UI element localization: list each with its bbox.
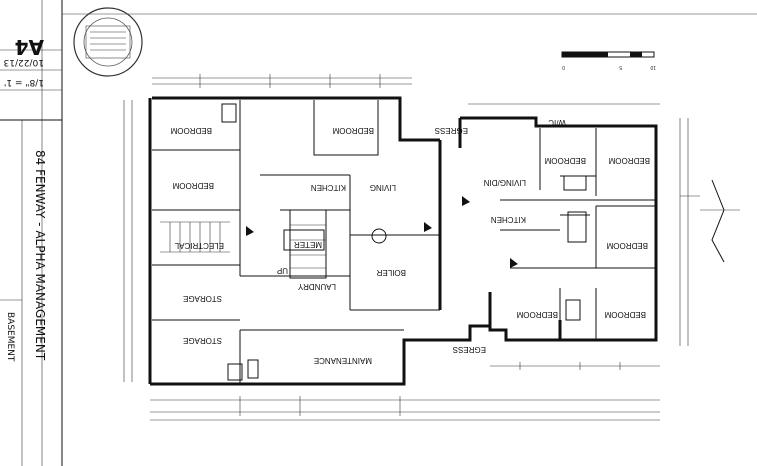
scale-bar xyxy=(561,51,655,58)
room-label: STORAGE xyxy=(183,336,222,345)
dimension-lines xyxy=(123,74,689,421)
room-label: STORAGE xyxy=(183,294,222,303)
stair-label: UP xyxy=(277,266,288,275)
room-label: LAUNDRY xyxy=(297,282,336,291)
room-label: MAINTENANCE xyxy=(314,356,372,365)
approval-stamp xyxy=(73,7,143,77)
room-label: BEDROOM xyxy=(604,310,646,319)
room-label: BEDROOM xyxy=(606,241,648,250)
room-label: BEDROOM xyxy=(172,181,214,190)
room-label: BEDROOM xyxy=(332,126,374,135)
room-label: BOILER xyxy=(376,268,406,277)
room-label: BEDROOM xyxy=(516,310,558,319)
north-arrow xyxy=(700,179,740,263)
room-label: BEDROOM xyxy=(170,126,212,135)
egress-label: EGRESS xyxy=(435,126,468,135)
room-label: ELECTRICAL xyxy=(174,241,224,250)
scale-label-5: 5 xyxy=(619,64,622,70)
room-label: KITCHEN xyxy=(311,183,346,192)
room-label: BEDROOM xyxy=(608,156,650,165)
room-label: LIVING/DIN xyxy=(484,178,526,187)
room-label: LIVING xyxy=(370,183,396,192)
sheet-scale: 1/8" = 1' xyxy=(4,77,44,87)
room-label: W/IC xyxy=(548,118,566,127)
egress-label: EGRESS xyxy=(453,345,486,354)
scale-label-0: 0 xyxy=(562,64,565,70)
room-label: METER xyxy=(294,240,322,249)
sheet-number: A4 xyxy=(15,35,44,59)
sheet-date: 10/22/13 xyxy=(4,57,44,67)
left-wing-walls xyxy=(148,96,490,386)
room-label: KITCHEN xyxy=(491,215,526,224)
project-title: 84 FENWAY - ALPHA MANAGEMENT xyxy=(33,150,47,361)
scale-label-10: 10 xyxy=(650,64,656,70)
level-label: BASEMENT xyxy=(5,312,15,362)
room-label: BEDROOM xyxy=(544,156,586,165)
right-wing-walls xyxy=(458,116,700,342)
